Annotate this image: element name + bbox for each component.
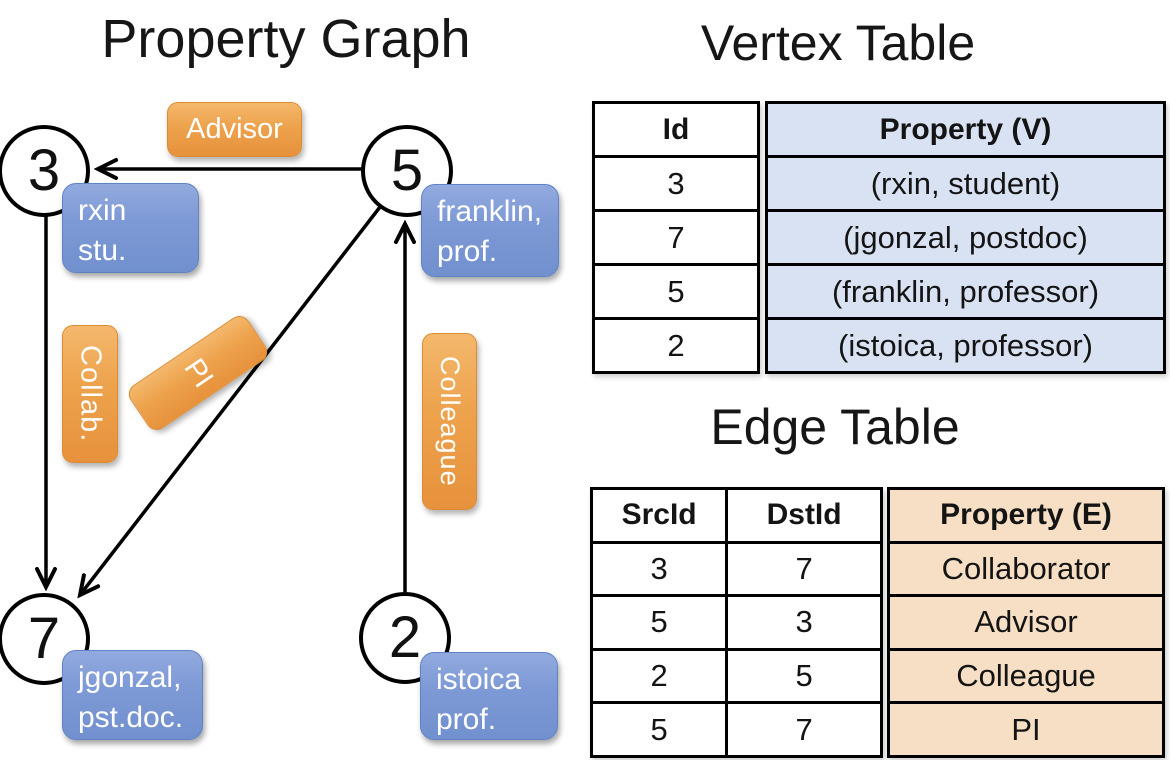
vertex-table-property-cell: (jgonzal, postdoc) (768, 209, 1163, 263)
edge-label-collab-text: Collab. (74, 345, 107, 443)
edge-table-ids-columns: SrcId 3 5 2 5 DstId 7 3 5 7 (590, 487, 883, 758)
vertex-property-box-jgonzal: jgonzal, pst.doc. (62, 650, 203, 740)
vertex-property-line2: stu. (78, 234, 127, 267)
node-5: 5 (361, 125, 453, 217)
node-2-id: 2 (388, 605, 422, 670)
vertex-property-line2: prof. (437, 235, 498, 268)
vertex-table-id-cell: 7 (595, 209, 757, 263)
vertex-property-box-istoica: istoica prof. (420, 652, 558, 740)
node-7-id: 7 (27, 606, 61, 671)
vertex-table-id-cell: 5 (595, 263, 757, 317)
property-graph-title: Property Graph (101, 9, 471, 69)
edge-label-collab: Collab. (62, 325, 118, 463)
vertex-table-id-cell: 3 (595, 155, 757, 209)
edge-table-header-srcid: SrcId (621, 498, 697, 532)
edge-table-property-cell: PI (890, 701, 1162, 755)
edge-table-property-column: Property (E) Collaborator Advisor Collea… (887, 487, 1165, 758)
vertex-property-box-rxin: rxin stu. (62, 183, 199, 273)
vertex-property-line1: rxin (78, 194, 127, 227)
vertex-table-property-column: Property (V) (rxin, student) (jgonzal, p… (765, 101, 1166, 374)
edge-table-title: Edge Table (710, 399, 960, 455)
edge-label-advisor: Advisor (167, 102, 302, 157)
edge-table-srcid-cell: 3 (593, 540, 726, 595)
edge-5-to-7 (80, 205, 382, 595)
vertex-table-id-cell: 2 (595, 317, 757, 371)
edge-label-colleague-text: Colleague (435, 356, 465, 487)
edge-table-srcid-column: SrcId 3 5 2 5 (593, 490, 726, 755)
vertex-table-header-id: Id (662, 112, 690, 146)
edge-table-header-dstid: DstId (766, 498, 842, 532)
edge-table-srcid-cell: 2 (593, 647, 726, 702)
edge-table-header-property: Property (E) (890, 490, 1162, 541)
node-2: 2 (359, 592, 451, 684)
edge-table-dstid-cell: 5 (728, 647, 880, 702)
vertex-property-box-franklin: franklin, prof. (421, 184, 559, 277)
vertex-table-id-column: Id 3 7 5 2 (592, 101, 760, 374)
vertex-table-header-property: Property (V) (768, 104, 1163, 155)
vertex-table-property-cell: (rxin, student) (768, 155, 1163, 209)
vertex-table-property-cell: (istoica, professor) (768, 317, 1163, 371)
node-3-id: 3 (27, 138, 61, 203)
edge-table-dstid-column: DstId 7 3 5 7 (725, 490, 880, 755)
vertex-property-line1: jgonzal, (78, 661, 182, 694)
edge-table-dstid-cell: 7 (728, 540, 880, 595)
vertex-property-line2: pst.doc. (78, 701, 184, 734)
edge-table-property-cell: Colleague (890, 647, 1162, 702)
edge-table-dstid-cell: 3 (728, 594, 880, 648)
edge-table-dstid-cell: 7 (728, 701, 880, 755)
edge-label-colleague: Colleague (422, 333, 477, 510)
vertex-property-line1: franklin, (437, 195, 543, 228)
edge-label-advisor-text: Advisor (186, 113, 283, 145)
vertex-property-line1: istoica (436, 663, 522, 696)
edge-label-pi-text: PI (177, 352, 220, 394)
vertex-table-property-cell: (franklin, professor) (768, 263, 1163, 317)
edge-table-srcid-cell: 5 (593, 701, 726, 755)
graph-edges-svg (0, 0, 580, 760)
vertex-property-line2: prof. (436, 703, 497, 736)
edge-table-property-cell: Advisor (890, 594, 1162, 648)
vertex-table-title: Vertex Table (700, 15, 976, 71)
edge-table-srcid-cell: 5 (593, 594, 726, 648)
edge-table-property-cell: Collaborator (890, 540, 1162, 595)
node-5-id: 5 (390, 138, 424, 203)
